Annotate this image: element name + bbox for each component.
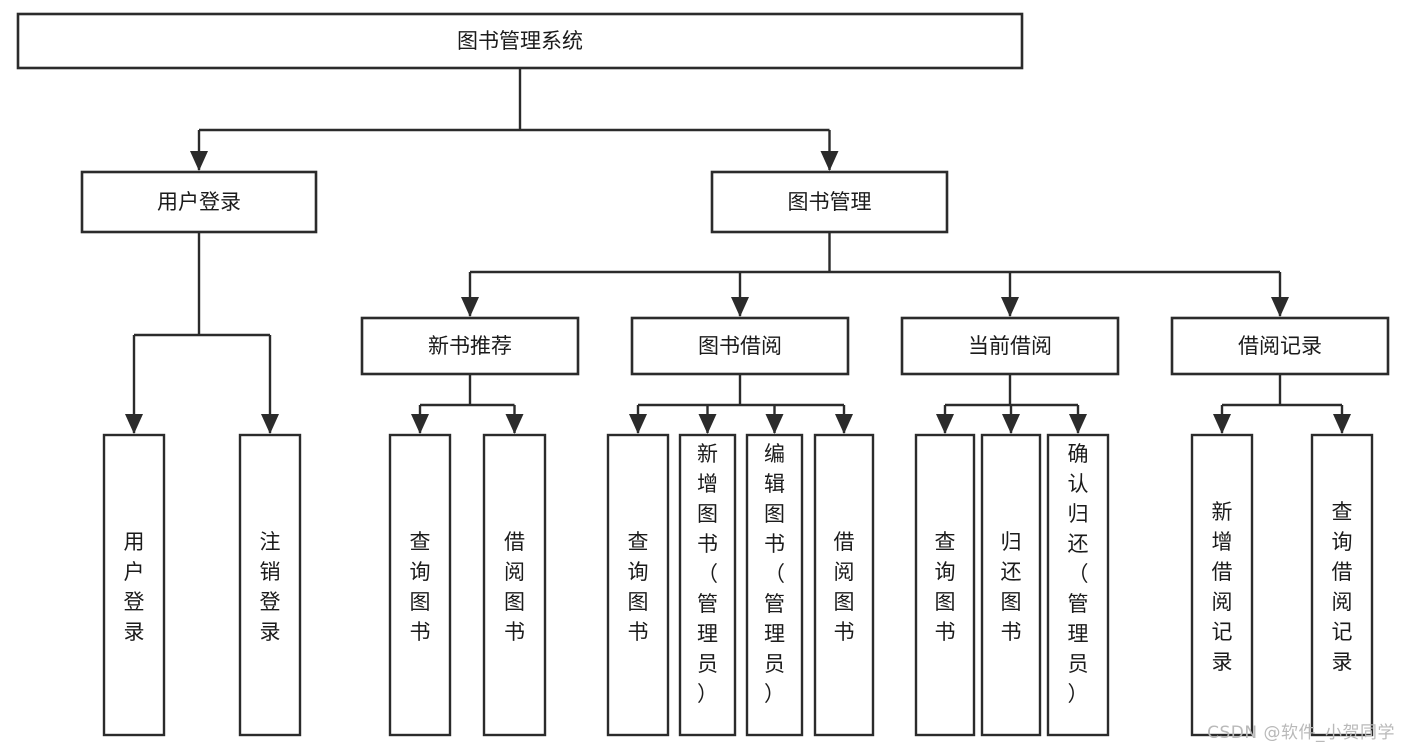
- node-query-book-3[interactable]: 查询图书: [914, 433, 976, 737]
- node-borrow-record[interactable]: 借阅记录: [1170, 316, 1390, 376]
- node-label-user-login-leaf: 用户登录: [124, 530, 145, 644]
- arrow-head-icon-return-book: [1002, 414, 1020, 434]
- node-add-borrow-record[interactable]: 新增借阅记录: [1190, 433, 1254, 737]
- node-book-borrow[interactable]: 图书借阅: [630, 316, 850, 376]
- node-user-login-leaf[interactable]: 用户登录: [102, 433, 166, 737]
- node-new-book-rec[interactable]: 新书推荐: [360, 316, 580, 376]
- connector-layer: [125, 68, 1351, 434]
- arrow-head-icon-query-borrow-record: [1333, 414, 1351, 434]
- node-label-user-logout-leaf: 注销登录: [260, 530, 281, 644]
- node-query-book-1[interactable]: 查询图书: [388, 433, 452, 737]
- arrow-head-icon-user-logout-leaf: [261, 414, 279, 434]
- node-box-query-borrow-record: [1310, 433, 1374, 737]
- arrow-head-icon-add-book-admin: [698, 414, 717, 434]
- node-label-root: 图书管理系统: [457, 29, 583, 53]
- arrow-head-icon-current-borrow: [1001, 297, 1019, 317]
- node-label-new-book-rec: 新书推荐: [428, 334, 512, 358]
- node-label-query-book-3: 查询图书: [935, 530, 956, 644]
- node-layer: 图书管理系统用户登录图书管理新书推荐图书借阅当前借阅借阅记录用户登录注销登录查询…: [16, 12, 1390, 737]
- node-box-return-book: [980, 433, 1042, 737]
- arrow-head-icon-query-book-2: [629, 414, 647, 434]
- node-box-add-borrow-record: [1190, 433, 1254, 737]
- node-user-logout-leaf[interactable]: 注销登录: [238, 433, 302, 737]
- arrow-head-icon-user-login-leaf: [125, 414, 143, 434]
- node-box-book-borrow: [630, 316, 850, 376]
- node-box-user-login: [80, 170, 318, 234]
- node-box-query-book-2: [606, 433, 670, 737]
- arrow-head-icon-edit-book-admin: [765, 414, 784, 434]
- arrow-head-icon-borrow-book-2: [835, 414, 853, 434]
- arrow-head-icon-new-book-rec: [461, 297, 479, 317]
- node-box-borrow-book-2: [813, 433, 875, 737]
- arrow-head-icon-add-borrow-record: [1213, 414, 1231, 434]
- arrow-head-icon-query-book-1: [411, 414, 429, 434]
- node-label-borrow-book-1: 借阅图书: [504, 530, 525, 644]
- arrow-head-icon-book-manage: [820, 151, 839, 171]
- node-label-query-book-1: 查询图书: [410, 530, 431, 644]
- node-label-query-book-2: 查询图书: [628, 530, 649, 644]
- node-label-confirm-return-admin: 确认归还（管理员）: [1068, 442, 1089, 706]
- node-edit-book-admin[interactable]: 编辑图书（管理员）: [745, 433, 804, 737]
- node-box-new-book-rec: [360, 316, 580, 376]
- node-label-add-book-admin: 新增图书（管理员）: [697, 442, 718, 706]
- node-add-book-admin[interactable]: 新增图书（管理员）: [678, 433, 737, 737]
- node-box-borrow-record: [1170, 316, 1390, 376]
- node-box-current-borrow: [900, 316, 1120, 376]
- node-label-user-login: 用户登录: [157, 190, 241, 214]
- node-user-login[interactable]: 用户登录: [80, 170, 318, 234]
- node-borrow-book-2[interactable]: 借阅图书: [813, 433, 875, 737]
- node-label-borrow-book-2: 借阅图书: [834, 530, 855, 644]
- node-query-book-2[interactable]: 查询图书: [606, 433, 670, 737]
- node-book-manage[interactable]: 图书管理: [710, 170, 949, 234]
- node-box-query-book-3: [914, 433, 976, 737]
- node-box-user-logout-leaf: [238, 433, 302, 737]
- node-box-book-manage: [710, 170, 949, 234]
- node-borrow-book-1[interactable]: 借阅图书: [482, 433, 547, 737]
- node-current-borrow[interactable]: 当前借阅: [900, 316, 1120, 376]
- node-box-confirm-return-admin: [1046, 433, 1110, 737]
- node-label-edit-book-admin: 编辑图书（管理员）: [764, 442, 785, 706]
- node-confirm-return-admin[interactable]: 确认归还（管理员）: [1046, 433, 1110, 737]
- node-label-add-borrow-record: 新增借阅记录: [1212, 500, 1233, 674]
- arrow-head-icon-borrow-record: [1271, 297, 1289, 317]
- node-box-add-book-admin: [678, 433, 737, 737]
- node-root[interactable]: 图书管理系统: [16, 12, 1024, 70]
- arrow-head-icon-user-login: [190, 151, 208, 171]
- node-label-book-manage: 图书管理: [788, 190, 872, 214]
- node-label-query-borrow-record: 查询借阅记录: [1332, 500, 1353, 674]
- arrow-head-icon-query-book-3: [936, 414, 954, 434]
- node-box-borrow-book-1: [482, 433, 547, 737]
- node-label-book-borrow: 图书借阅: [698, 334, 782, 358]
- arrow-head-icon-borrow-book-1: [505, 414, 524, 434]
- node-box-query-book-1: [388, 433, 452, 737]
- node-box-user-login-leaf: [102, 433, 166, 737]
- arrow-head-icon-confirm-return-admin: [1069, 414, 1087, 434]
- node-label-borrow-record: 借阅记录: [1238, 334, 1322, 358]
- arrow-head-icon-book-borrow: [731, 297, 749, 317]
- node-label-return-book: 归还图书: [1001, 530, 1022, 644]
- node-label-current-borrow: 当前借阅: [968, 334, 1052, 358]
- node-query-borrow-record[interactable]: 查询借阅记录: [1310, 433, 1374, 737]
- node-box-root: [16, 12, 1024, 70]
- node-box-edit-book-admin: [745, 433, 804, 737]
- node-return-book[interactable]: 归还图书: [980, 433, 1042, 737]
- watermark-text: CSDN @软件_小贺同学: [1207, 723, 1395, 743]
